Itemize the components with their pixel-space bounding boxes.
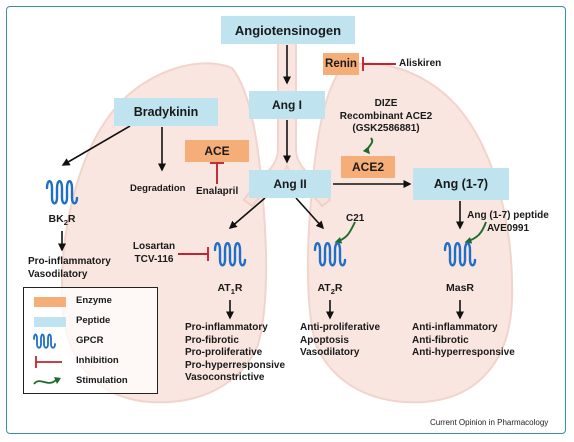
drug-losartan: Losartan	[132, 241, 176, 252]
at1r-end: R	[234, 282, 243, 294]
effect-item: Anti-hyperresponsive	[412, 347, 515, 358]
drugs-ace2-activators: DIZE Recombinant ACE2 (GSK2586881)	[324, 98, 448, 136]
legend-stimulation: Stimulation	[24, 374, 157, 390]
legend-inhibition: Inhibition	[24, 354, 157, 370]
figure-frame	[6, 6, 566, 434]
stimulate-c21-at2r	[334, 221, 356, 244]
legend-gpcr: GPCR	[24, 333, 157, 350]
bk2r-main: BK	[48, 213, 64, 225]
arrow-ang2-to-at1r	[228, 197, 266, 229]
at1r-gpcr-icon	[213, 242, 247, 267]
effect-item: Pro-hyperresponsive	[185, 359, 286, 371]
effect-item: Anti-proliferative	[300, 322, 381, 333]
bk2r-sub: 2	[63, 218, 68, 228]
legend-peptide: Peptide	[24, 314, 157, 330]
legend-peptide-label: Peptide	[76, 315, 111, 326]
effect-item: Anti-fibrotic	[412, 334, 469, 346]
drug-tcv-116: TCV-116	[134, 253, 174, 265]
bk2r-gpcr-icon	[45, 180, 79, 205]
effects-at1r: Pro-inflammatory Pro-fibrotic Pro-prolif…	[185, 322, 285, 385]
effect-item: Apoptosis	[300, 334, 349, 346]
node-ang1: Ang I	[249, 91, 325, 119]
drug-recombinant-ace2: Recombinant ACE2	[339, 110, 433, 122]
drug-dize: DIZE	[374, 98, 398, 109]
stimulate-ang17peptide-masr	[464, 221, 487, 244]
legend-stimulation-label: Stimulation	[76, 375, 128, 386]
node-ace: ACE	[185, 140, 249, 162]
legend: Enzyme Peptide GPCR Inhibition Stimulati…	[23, 287, 158, 394]
drug-ave0991: AVE0991	[486, 222, 530, 234]
drugs-at1r-blockers: Losartan TCV-116	[128, 241, 180, 266]
masr-main: MasR	[445, 282, 474, 294]
node-renin: Renin	[323, 53, 359, 75]
gpcr-legend-icon	[33, 333, 56, 349]
effects-bk2r: Pro-inflammatory Vasodilatory	[28, 256, 111, 281]
legend-enzyme-label: Enzyme	[76, 295, 112, 306]
peptide-swatch	[34, 317, 66, 327]
at1r-sub: 1	[230, 287, 235, 297]
drug-c21: C21	[346, 213, 365, 224]
receptor-masr: MasR	[430, 282, 490, 294]
stimulation-lines	[334, 137, 487, 244]
effect-item: Pro-fibrotic	[185, 334, 239, 346]
pathway-arrows	[58, 45, 464, 320]
stimulate-dize-ace2	[362, 137, 374, 155]
node-ang-1-7: Ang (1-7)	[413, 168, 509, 200]
stimulation-legend-icon	[33, 377, 61, 385]
drug-ang-1-7-peptide: Ang (1-7) peptide	[467, 210, 549, 221]
drugs-mas-agonists: Ang (1-7) peptide AVE0991	[458, 210, 558, 235]
legend-inhibition-label: Inhibition	[76, 355, 119, 366]
enzyme-swatch	[34, 297, 66, 307]
at1r-main: AT	[217, 282, 231, 294]
drug-gsk2586881: (GSK2586881)	[352, 123, 420, 134]
receptor-at2r: AT2R	[300, 282, 360, 296]
at2r-main: AT	[317, 282, 331, 294]
receptor-bk2r: BK2R	[32, 213, 92, 227]
at2r-end: R	[334, 282, 343, 294]
at2r-sub: 2	[330, 287, 335, 297]
effect-item: Vasoconstrictive	[185, 372, 265, 383]
drug-aliskiren: Aliskiren	[399, 58, 442, 69]
drug-enalapril: Enalapril	[196, 186, 239, 197]
figure-credit: Current Opinion in Pharmacology	[430, 418, 549, 427]
effect-item: Pro-proliferative	[185, 347, 263, 358]
bk2r-end: R	[67, 213, 76, 225]
node-ace2: ACE2	[341, 156, 395, 178]
arrow-bradykinin-to-bk2r	[61, 125, 131, 166]
node-angiotensinogen: Angiotensinogen	[221, 16, 355, 44]
node-bradykinin: Bradykinin	[114, 98, 218, 126]
effect-item: Pro-inflammatory	[28, 256, 111, 267]
arrow-ang2-to-at2r	[295, 197, 325, 230]
legend-gpcr-label: GPCR	[76, 335, 104, 346]
at2r-gpcr-icon	[313, 242, 347, 267]
receptor-at1r: AT1R	[200, 282, 260, 296]
legend-enzyme: Enzyme	[24, 294, 157, 310]
effects-masr: Anti-inflammatory Anti-fibrotic Anti-hyp…	[412, 322, 515, 360]
effects-at2r: Anti-proliferative Apoptosis Vasodilator…	[300, 322, 380, 360]
effect-item: Vasodilatory	[28, 268, 88, 280]
label-degradation: Degradation	[130, 183, 186, 194]
effect-item: Pro-inflammatory	[185, 322, 268, 333]
effect-item: Anti-inflammatory	[412, 322, 498, 333]
effect-item: Vasodilatory	[300, 347, 360, 358]
inhibition-lines	[178, 57, 396, 261]
node-ang2: Ang II	[249, 170, 331, 198]
masr-gpcr-icon	[443, 242, 477, 267]
inhibition-legend-icon	[35, 356, 62, 368]
